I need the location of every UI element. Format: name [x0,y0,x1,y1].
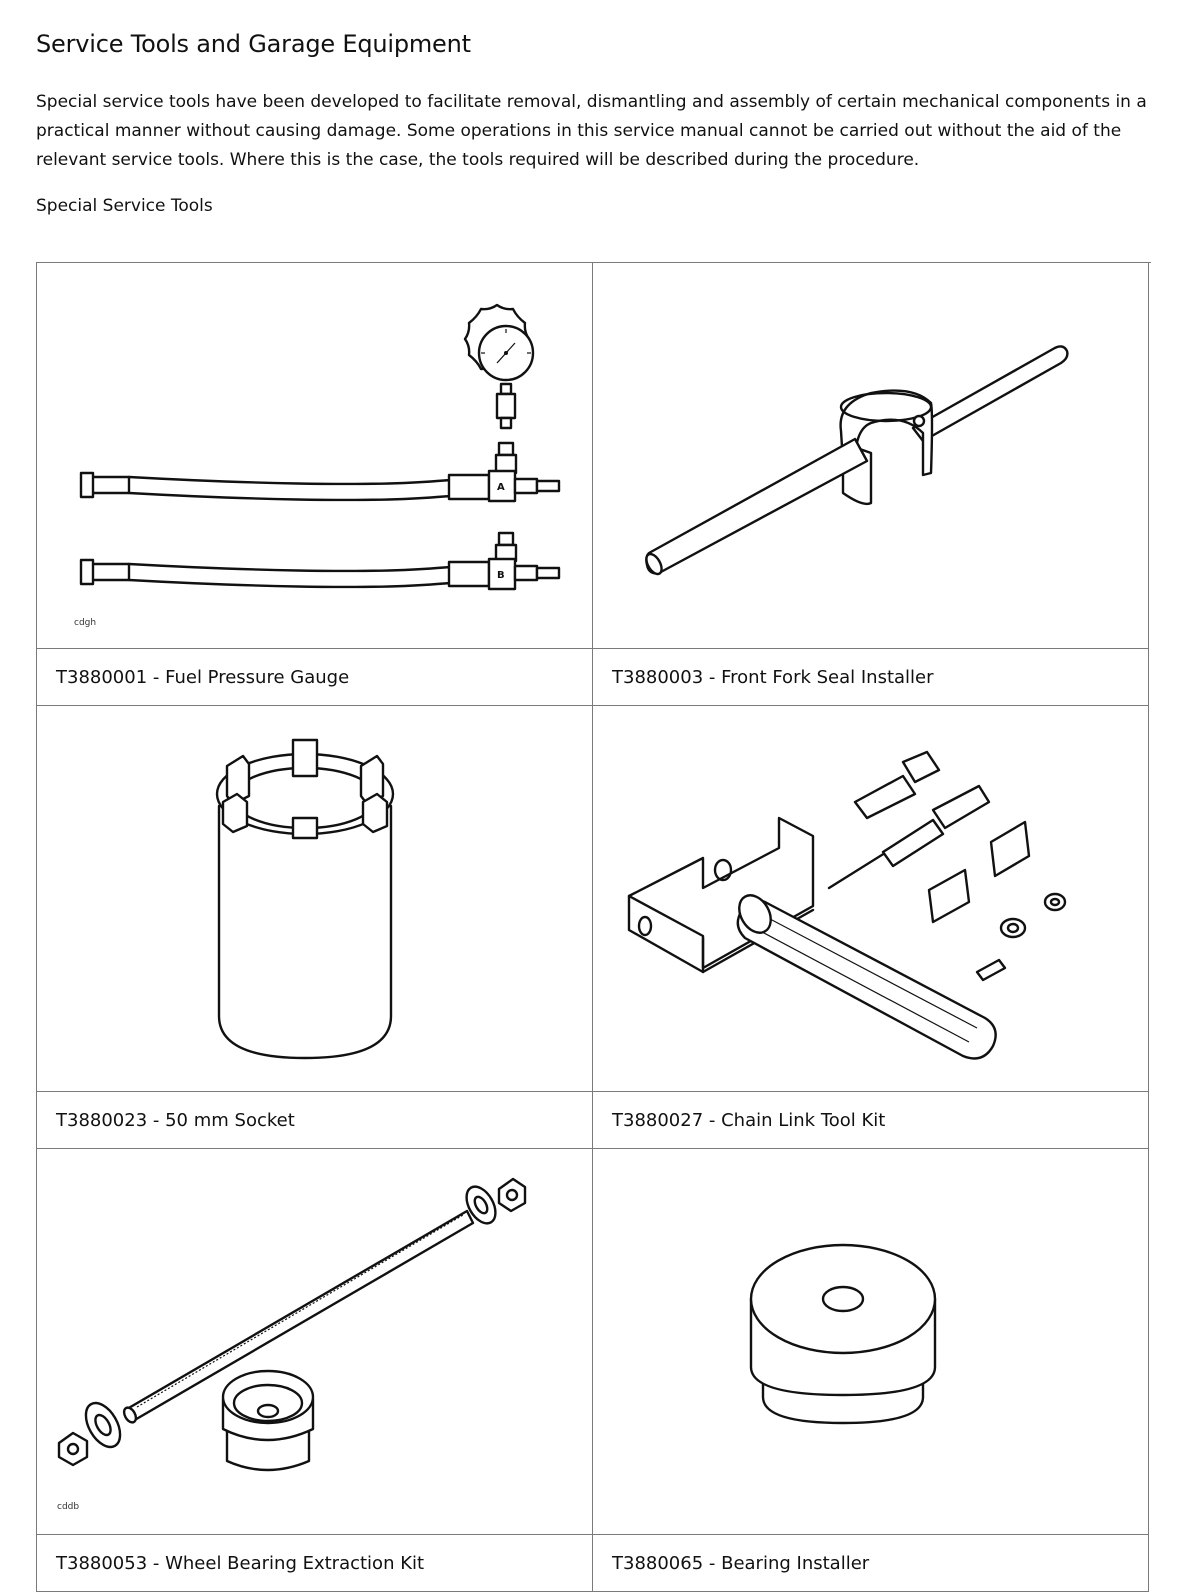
tool-image-cell [593,706,1149,1092]
tool-label: T3880053 - Wheel Bearing Extraction Kit [37,1535,593,1592]
tool-label: T3880065 - Bearing Installer [593,1535,1149,1592]
tool-image-cell: cddb [37,1149,593,1535]
tool-image-cell [593,263,1149,649]
tool-label: T3880001 - Fuel Pressure Gauge [37,649,593,706]
tool-image-cell [593,1149,1149,1535]
tool-label: T3880027 - Chain Link Tool Kit [593,1092,1149,1149]
tools-table: A B cdgh [36,262,1151,1592]
tools-image-row: A B cdgh [37,263,1151,649]
fuel-pressure-gauge-illustration: A B cdgh [74,303,561,628]
tool-label: T3880003 - Front Fork Seal Installer [593,649,1149,706]
tool-image-cell [37,706,593,1092]
tool-label: T3880023 - 50 mm Socket [37,1092,593,1149]
image-code: cdgh [74,618,96,628]
tools-label-row: T3880001 - Fuel Pressure Gauge T3880003 … [37,649,1151,706]
chain-link-tool-illustration [627,750,1067,1060]
bearing-installer-illustration [749,1243,937,1425]
tools-image-row [37,706,1151,1092]
marker-b: B [497,570,505,581]
section-subheading: Special Service Tools [36,196,213,216]
fork-seal-installer-illustration [645,345,1069,576]
tools-image-row: cddb [37,1149,1151,1535]
tool-image-cell: A B cdgh [37,263,593,649]
page-title: Service Tools and Garage Equipment [36,30,471,58]
tools-label-row: T3880053 - Wheel Bearing Extraction Kit … [37,1535,1151,1592]
marker-a: A [497,482,505,493]
image-code: cddb [57,1502,79,1512]
bearing-extraction-kit-illustration: cddb [57,1177,527,1512]
socket-illustration [215,738,395,1060]
tools-label-row: T3880023 - 50 mm Socket T3880027 - Chain… [37,1092,1151,1149]
intro-paragraph: Special service tools have been develope… [36,92,1147,170]
